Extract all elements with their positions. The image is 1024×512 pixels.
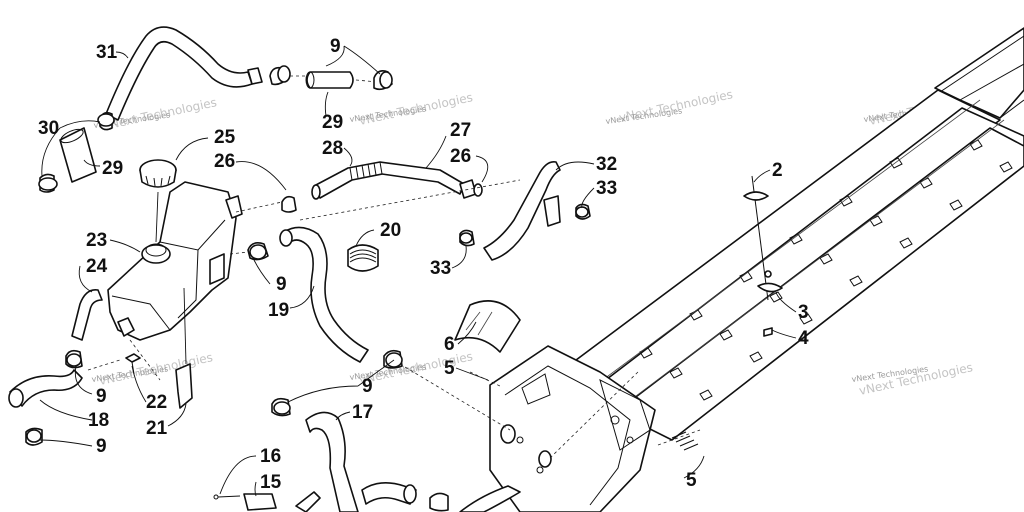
- callout-25: 25: [214, 127, 236, 148]
- clamps-9-lower-left: [25, 349, 83, 446]
- clamp-26: [281, 195, 297, 213]
- callout-26: 26: [214, 151, 235, 172]
- callout-30: 30: [38, 118, 59, 139]
- callout-9: 9: [96, 386, 107, 407]
- callout-21: 21: [146, 418, 168, 439]
- callout-19: 19: [268, 300, 289, 321]
- hose-31: [105, 26, 263, 121]
- left-short-hose: [38, 111, 115, 193]
- clamp-9-hose-17: [271, 397, 291, 417]
- clamp-15: [243, 491, 321, 512]
- callout-33: 33: [596, 178, 617, 199]
- bolt-2-washer-3-nut-4: [743, 175, 783, 337]
- hose-28: [311, 161, 483, 200]
- assembly-lines: [87, 179, 641, 459]
- callout-29: 29: [102, 158, 123, 179]
- callout-24: 24: [86, 256, 108, 277]
- callout-29: 29: [322, 112, 343, 133]
- bolt-16: [213, 494, 241, 500]
- leader-lines: [39, 45, 797, 497]
- hose-18: [8, 369, 83, 408]
- hose-24: [71, 288, 103, 341]
- callout-5: 5: [444, 358, 455, 379]
- callout-22: 22: [146, 392, 167, 413]
- callout-31: 31: [96, 42, 118, 63]
- heat-exchanger-rails: [559, 27, 1024, 441]
- upper-clamps: [269, 65, 393, 91]
- callout-15: 15: [260, 472, 282, 493]
- bottom-hoses: [361, 482, 521, 512]
- callout-33: 33: [430, 258, 451, 279]
- clamp-9-middle: [247, 242, 269, 261]
- callout-3: 3: [798, 302, 809, 323]
- radiator-cap: [139, 159, 177, 243]
- callout-23: 23: [86, 230, 107, 251]
- clip-5: [657, 429, 701, 451]
- callout-9: 9: [96, 436, 107, 457]
- front-frame-bracket: [489, 345, 656, 512]
- callout-16: 16: [260, 446, 281, 467]
- hose-17: [305, 411, 359, 512]
- callout-5: 5: [686, 470, 697, 491]
- callout-4: 4: [798, 328, 809, 349]
- callout-20: 20: [380, 220, 401, 241]
- clamp-hose-19-end: [383, 349, 403, 369]
- clamps-33: [459, 203, 591, 247]
- callout-2: 2: [772, 160, 783, 181]
- callout-27: 27: [450, 120, 471, 141]
- clamp-20: [347, 244, 379, 272]
- callout-17: 17: [352, 402, 373, 423]
- callout-9: 9: [330, 36, 341, 57]
- callout-26: 26: [450, 146, 471, 167]
- callout-9: 9: [362, 376, 373, 397]
- hose-32: [483, 160, 561, 261]
- hose-19: [279, 226, 369, 363]
- coolant-reservoir: [107, 181, 243, 341]
- mounting-bracket: [175, 287, 193, 409]
- callout-6: 6: [444, 334, 455, 355]
- callout-9: 9: [276, 274, 287, 295]
- callout-32: 32: [596, 154, 617, 175]
- sleeve-6: [454, 300, 521, 353]
- callout-numbers: 31 9 30 29 29 25 26 28 27 26 32 33 2 20 …: [38, 36, 809, 493]
- callout-18: 18: [88, 410, 109, 431]
- callout-28: 28: [322, 138, 343, 159]
